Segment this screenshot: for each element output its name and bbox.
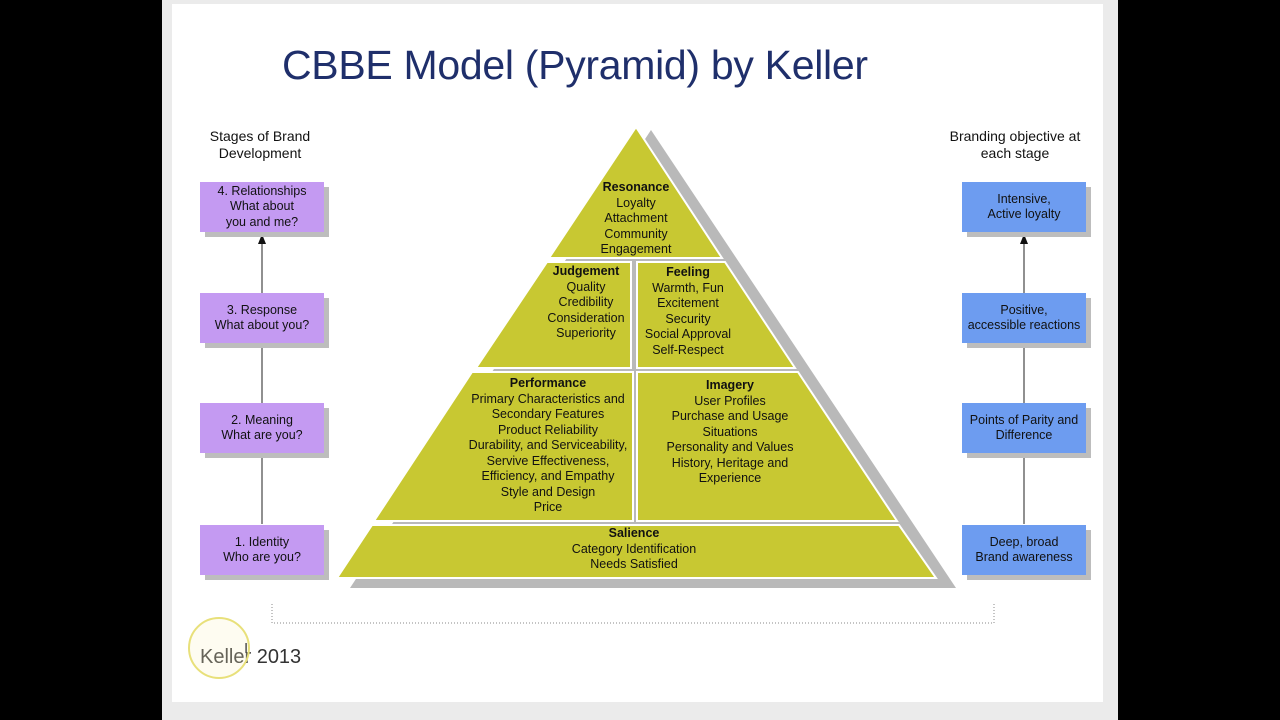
left-header-line: Stages of Brand — [209, 128, 311, 144]
cursor-highlight — [188, 617, 250, 679]
tier-item: Experience — [698, 471, 762, 485]
stage-line: What about — [230, 199, 294, 214]
judgement-text: Judgement Quality Credibility Considerat… — [516, 264, 656, 342]
tier-heading: Performance — [509, 376, 587, 390]
objective-box-loyalty: Intensive, Active loyalty — [962, 182, 1086, 232]
tier-resonance — [547, 125, 724, 259]
left-header-line: Development — [218, 145, 302, 161]
tier-item: Community — [604, 226, 668, 241]
right-header-line: Branding objective at — [949, 128, 1081, 144]
text-cursor-icon: I — [244, 640, 249, 657]
tier-item: Situations — [702, 424, 758, 439]
tier-item: Personality and Values — [666, 440, 794, 454]
stage-line: 2. Meaning — [231, 412, 293, 427]
stage-line: 3. Response — [226, 302, 298, 317]
dotted-bracket — [271, 604, 995, 624]
right-column-header: Branding objective at each stage — [930, 128, 1100, 162]
stage-line: What about you? — [214, 318, 310, 332]
objective-line: Deep, broad — [989, 534, 1059, 549]
tier-feeling — [636, 261, 797, 369]
stage-line: Who are you? — [223, 550, 301, 564]
tier-item: History, Heritage and — [671, 455, 789, 470]
tier-item: Credibility — [558, 295, 614, 309]
feeling-text: Feeling Warmth, Fun Excitement Security … — [628, 265, 748, 358]
pyramid-diagram — [258, 125, 1028, 624]
tier-performance — [372, 371, 634, 522]
objective-box-reactions: Positive, accessible reactions — [962, 293, 1086, 343]
tier-item: Category Identification — [571, 541, 697, 556]
objective-box-parity: Points of Parity and Difference — [962, 403, 1086, 453]
tier-heading: Judgement — [552, 264, 620, 278]
right-arrowhead — [1020, 234, 1028, 244]
resonance-text: Resonance Loyalty Attachment Community E… — [556, 180, 716, 258]
tier-item: Purchase and Usage — [671, 409, 789, 423]
tier-judgement — [474, 261, 632, 369]
tier-item: Durability, and Serviceability, — [468, 438, 628, 452]
objective-line: Difference — [995, 428, 1053, 442]
performance-text: Performance Primary Characteristics and … — [458, 376, 638, 516]
left-column-header: Stages of Brand Development — [192, 128, 328, 162]
objective-line: Intensive, — [997, 191, 1051, 206]
tier-item: Attachment — [604, 211, 668, 225]
tier-salience — [335, 524, 938, 579]
stage-line: 1. Identity — [234, 534, 290, 549]
tier-imagery — [636, 371, 899, 522]
objective-line: Positive, — [1000, 302, 1048, 317]
objective-box-awareness: Deep, broad Brand awareness — [962, 525, 1086, 575]
tier-heading: Salience — [608, 526, 660, 540]
left-arrowhead — [258, 234, 266, 244]
objective-line: Active loyalty — [987, 207, 1061, 221]
objective-line: Points of Parity and — [969, 412, 1079, 427]
slide-title: CBBE Model (Pyramid) by Keller — [282, 42, 868, 88]
tier-item: User Profiles — [694, 393, 766, 408]
tier-item: Excitement — [657, 296, 719, 310]
tier-item: Price — [533, 500, 563, 514]
objective-line: Brand awareness — [975, 550, 1073, 564]
stage-line: What are you? — [221, 428, 303, 442]
tier-item: Efficiency, and Empathy — [481, 469, 615, 483]
tier-item: Security — [665, 311, 711, 326]
stage-line: you and me? — [225, 214, 299, 229]
tier-item: Consideration — [547, 310, 625, 325]
tier-item: Style and Design — [500, 484, 596, 499]
stage-box-relationships: 4. Relationships What about you and me? — [200, 182, 324, 232]
tier-heading: Feeling — [666, 265, 710, 279]
tier-item: Warmth, Fun — [652, 280, 724, 295]
tier-item: Servive Effectiveness, — [486, 453, 610, 468]
tier-item: Engagement — [600, 242, 672, 256]
objective-line: accessible reactions — [967, 318, 1081, 332]
stage-line: 4. Relationships — [217, 183, 307, 198]
slide: CBBE Model (Pyramid) by Keller Stages of… — [172, 4, 1103, 702]
tier-item: Social Approval — [644, 327, 732, 341]
right-header-line: each stage — [980, 145, 1050, 161]
tier-heading: Imagery — [706, 378, 754, 392]
tier-item: Primary Characteristics and — [471, 391, 625, 406]
stage-box-response: 3. Response What about you? — [200, 293, 324, 343]
tier-item: Self-Respect — [652, 342, 724, 357]
tier-heading: Resonance — [602, 180, 670, 194]
tier-item: Loyalty — [616, 195, 656, 210]
tier-item: Product Reliability — [497, 422, 599, 437]
tier-item: Secondary Features — [491, 407, 605, 421]
tier-item: Quality — [566, 279, 606, 294]
tier-item: Needs Satisfied — [590, 557, 678, 571]
stage-box-meaning: 2. Meaning What are you? — [200, 403, 324, 453]
stage-box-identity: 1. Identity Who are you? — [200, 525, 324, 575]
tier-item: Superiority — [556, 326, 616, 340]
imagery-text: Imagery User Profiles Purchase and Usage… — [648, 378, 812, 487]
salience-text: Salience Category Identification Needs S… — [534, 526, 734, 573]
